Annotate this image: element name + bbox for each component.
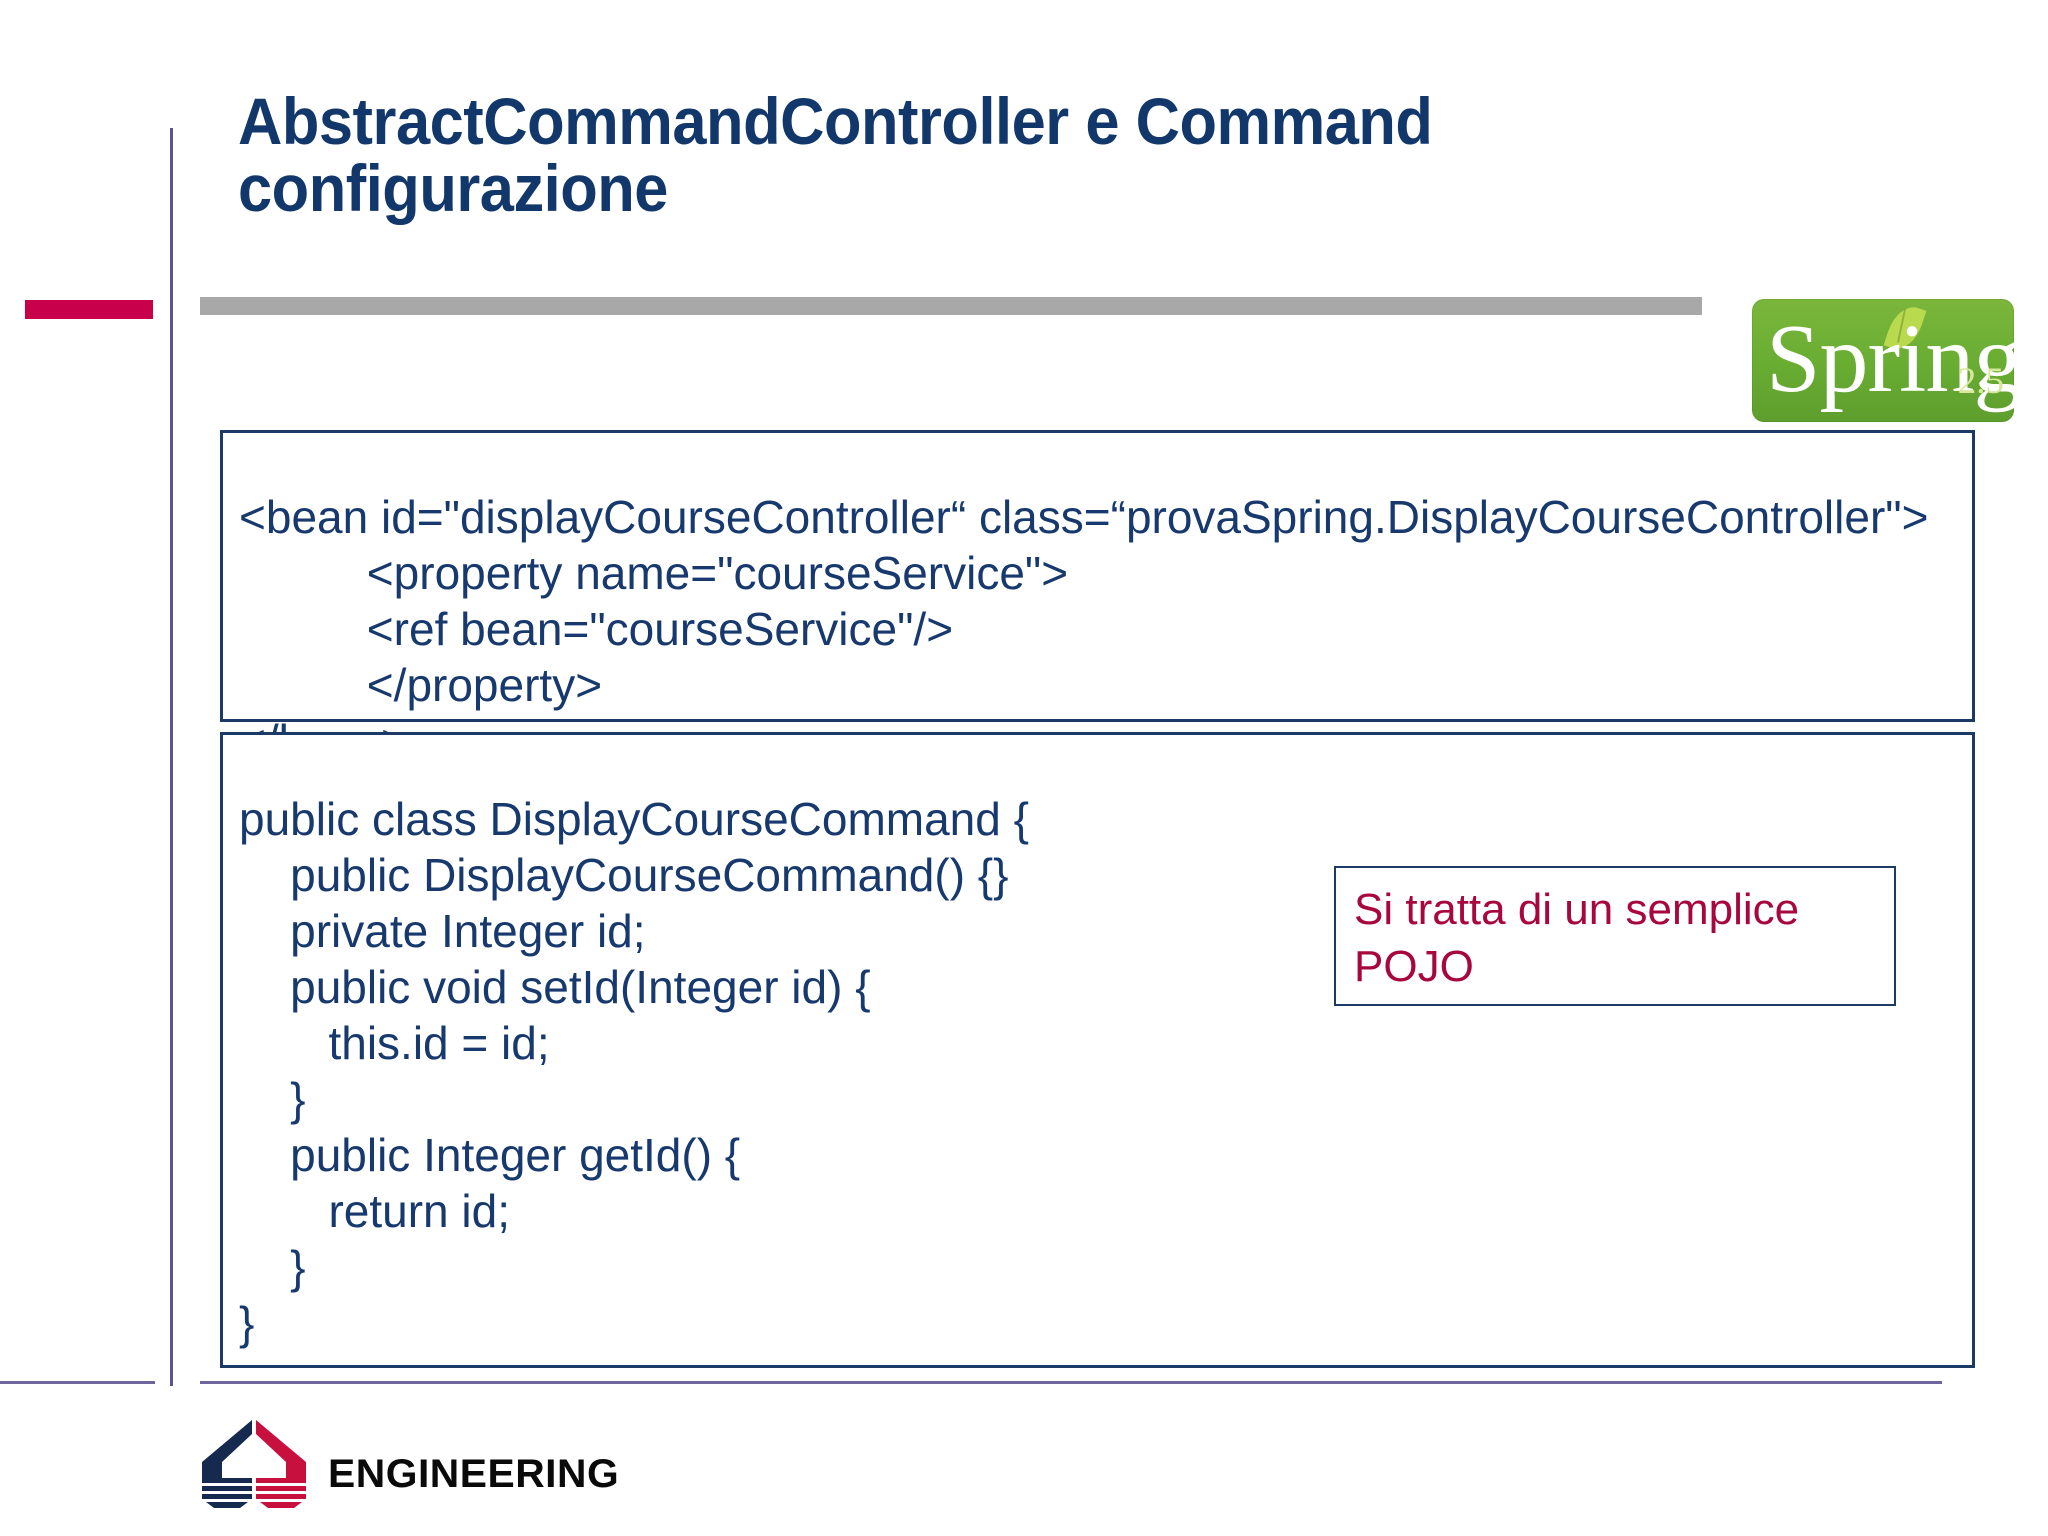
java-command-code-box: public class DisplayCourseCommand { publ… xyxy=(220,732,1975,1368)
engineering-mark-icon xyxy=(202,1420,306,1508)
java-command-code: public class DisplayCourseCommand { publ… xyxy=(239,793,1029,1349)
engineering-wordmark: ENGINEERING xyxy=(328,1452,620,1496)
spring-wordmark: Spring xyxy=(1766,305,2014,413)
spring-version-label: 2.5 xyxy=(1957,361,2004,402)
page-title: AbstractCommandController e Command conf… xyxy=(238,84,1433,226)
left-vertical-rail xyxy=(170,128,173,1386)
spring-logo: Spring 2.5 xyxy=(1752,299,2014,422)
left-accent-bar xyxy=(25,300,153,319)
xml-config-code-box: <bean id="displayCourseController“ class… xyxy=(220,430,1975,767)
pojo-annotation-box: Si tratta di un semplice POJO xyxy=(1334,866,1896,1006)
footer-rule-left xyxy=(0,1381,155,1384)
title-divider xyxy=(200,297,1702,315)
pojo-annotation-text: Si tratta di un semplice POJO xyxy=(1354,885,1800,991)
footer-rule xyxy=(200,1381,1942,1384)
engineering-logo: ENGINEERING xyxy=(200,1418,619,1508)
xml-config-code: <bean id="displayCourseController“ class… xyxy=(239,491,1929,767)
